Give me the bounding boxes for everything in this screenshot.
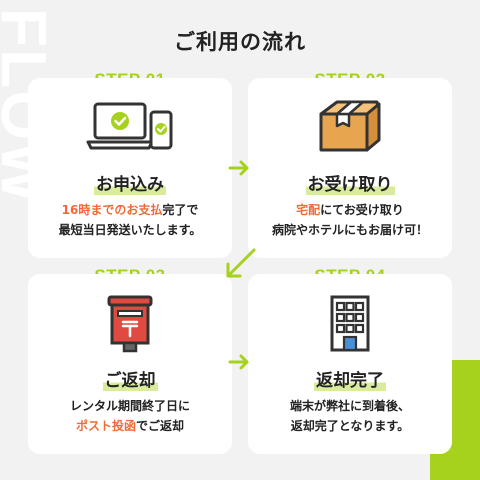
step-card-4: 返却完了 端末が弊社に到着後、 返却完了となります。 xyxy=(248,274,452,454)
arrow-right-icon xyxy=(228,160,249,176)
step-2-highlight: 宅配 xyxy=(296,203,321,217)
step-3-line2: でご返却 xyxy=(136,419,185,433)
step-card-3: ご返却 レンタル期間終了日に ポスト投函でご返却 xyxy=(28,274,232,454)
step-3-line1: レンタル期間終了日に xyxy=(69,399,190,413)
step-1-line2: 最短当日発送いたします。 xyxy=(58,223,202,237)
step-1-line1: 完了で xyxy=(162,203,199,217)
step-heading-4: 返却完了 xyxy=(314,371,386,391)
step-description-1: 16時までのお支払完了で 最短当日発送いたします。 xyxy=(28,200,232,240)
step-2-line1: にてお受け取り xyxy=(320,203,404,217)
step-card-2: お受け取り 宅配にてお受け取り 病院やホテルにもお届け可！ xyxy=(248,78,452,258)
step-description-2: 宅配にてお受け取り 病院やホテルにもお届け可！ xyxy=(248,200,452,240)
step-2-line2: 病院やホテルにもお届け可！ xyxy=(271,223,428,237)
step-card-1: お申込み 16時までのお支払完了で 最短当日発送いたします。 xyxy=(28,78,232,258)
laptop-phone-check-icon xyxy=(86,102,173,150)
office-building-icon xyxy=(330,295,370,352)
step-description-4: 端末が弊社に到着後、 返却完了となります。 xyxy=(248,396,452,436)
cardboard-box-icon xyxy=(319,100,381,152)
step-heading-2: お受け取り xyxy=(305,175,395,195)
arrow-down-left-icon xyxy=(226,248,256,278)
step-4-line2: 返却完了となります。 xyxy=(290,419,410,433)
step-description-3: レンタル期間終了日に ポスト投函でご返却 xyxy=(28,396,232,436)
step-3-highlight: ポスト投函 xyxy=(75,419,136,433)
step-heading-1: お申込み xyxy=(94,175,166,195)
step-4-line1: 端末が弊社に到着後、 xyxy=(289,399,410,413)
step-heading-3: ご返却 xyxy=(102,371,158,391)
step-1-highlight: 16時までのお支払 xyxy=(61,203,163,217)
post-box-icon xyxy=(107,295,153,353)
arrow-right-icon xyxy=(228,354,249,370)
page-title: ご利用の流れ xyxy=(174,30,306,54)
